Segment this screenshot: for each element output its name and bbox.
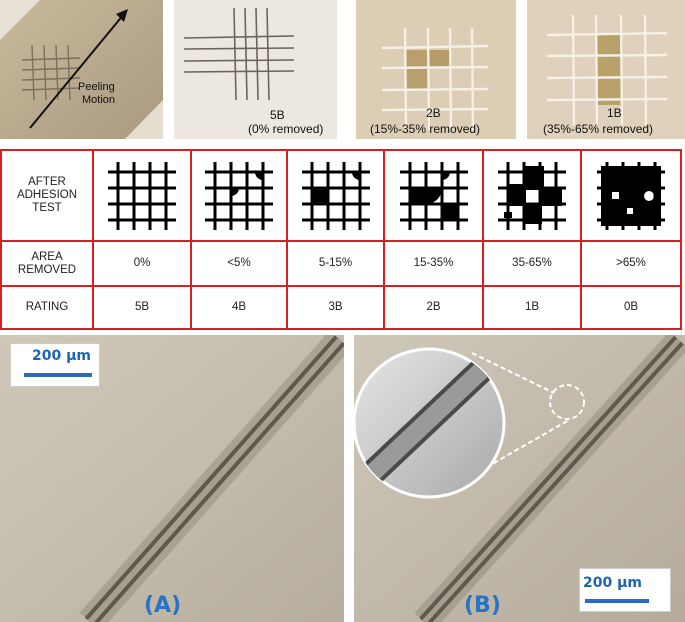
area-removed-cell: <5% [227,257,251,269]
peeling-motion-photo: Peeling Motion [0,0,163,139]
peeling-caption-line2: Motion [82,94,116,106]
micrograph-a: 200 µm (A) [0,335,344,622]
row-header-area-removed: AREA REMOVED [2,242,92,285]
rating-cell: 5B [134,301,150,313]
rating-1b-photo: 1B (35%-65% removed) [527,0,685,139]
area-removed-cell: 35-65% [512,257,552,269]
crosshatch-diagram-3b [288,151,383,240]
scale-bar-a [24,373,92,377]
row-header-line: TEST [32,202,62,214]
rating-cell: 2B [426,301,441,313]
area-removed-cell: 15-35% [413,257,454,269]
micrograph-b: 200 µm (B) [354,335,685,622]
area-removed-cell: 5-15% [318,257,353,269]
rating-2b-caption-line2: (15%-35% removed) [370,122,481,136]
row-header-line: RATING [25,301,69,313]
rating-5b-caption-line2: (0% removed) [248,122,324,136]
rating-2b-caption-line1: 2B [426,106,441,120]
panel-label-b: (B) [464,593,501,618]
crosshatch-diagram-0b [582,151,680,240]
rating-5b-caption-line1: 5B [270,108,285,122]
area-removed-cell: 0% [133,257,151,269]
scale-box-b [579,568,671,612]
row-header-line: AREA [31,250,63,263]
rating-cell: 4B [231,301,247,313]
row-header-line: AFTER [28,176,66,188]
rating-cell: 1B [524,301,540,313]
rating-1b-caption-line1: 1B [607,106,622,120]
rating-2b-photo: 2B (15%-35% removed) [356,0,516,139]
crosshatch-diagram-1b [484,151,580,240]
scale-box-a [10,343,100,387]
row-header-after-adhesion-test: AFTER ADHESION TEST [2,151,92,240]
area-removed-cell: >65% [616,257,646,269]
adhesion-rating-table: AFTER ADHESION TEST AREA REMOVED RATING [0,149,682,330]
rating-cell: 0B [623,301,639,313]
scale-label-a: 200 µm [32,348,91,364]
scale-label-b: 200 µm [583,575,642,591]
crosshatch-diagram-4b [192,151,286,240]
panel-label-a: (A) [144,593,182,618]
row-header-line: REMOVED [17,263,77,276]
rating-cell: 3B [328,301,343,313]
rating-5b-photo: 5B (0% removed) [174,0,337,139]
row-header-rating: RATING [2,287,92,328]
peeling-caption-line1: Peeling [78,81,115,93]
scale-bar-b [585,599,649,603]
crosshatch-diagram-5b [94,151,190,240]
rating-1b-caption-line2: (35%-65% removed) [543,122,654,136]
row-header-line: ADHESION [16,189,78,201]
crosshatch-diagram-2b [385,151,482,240]
